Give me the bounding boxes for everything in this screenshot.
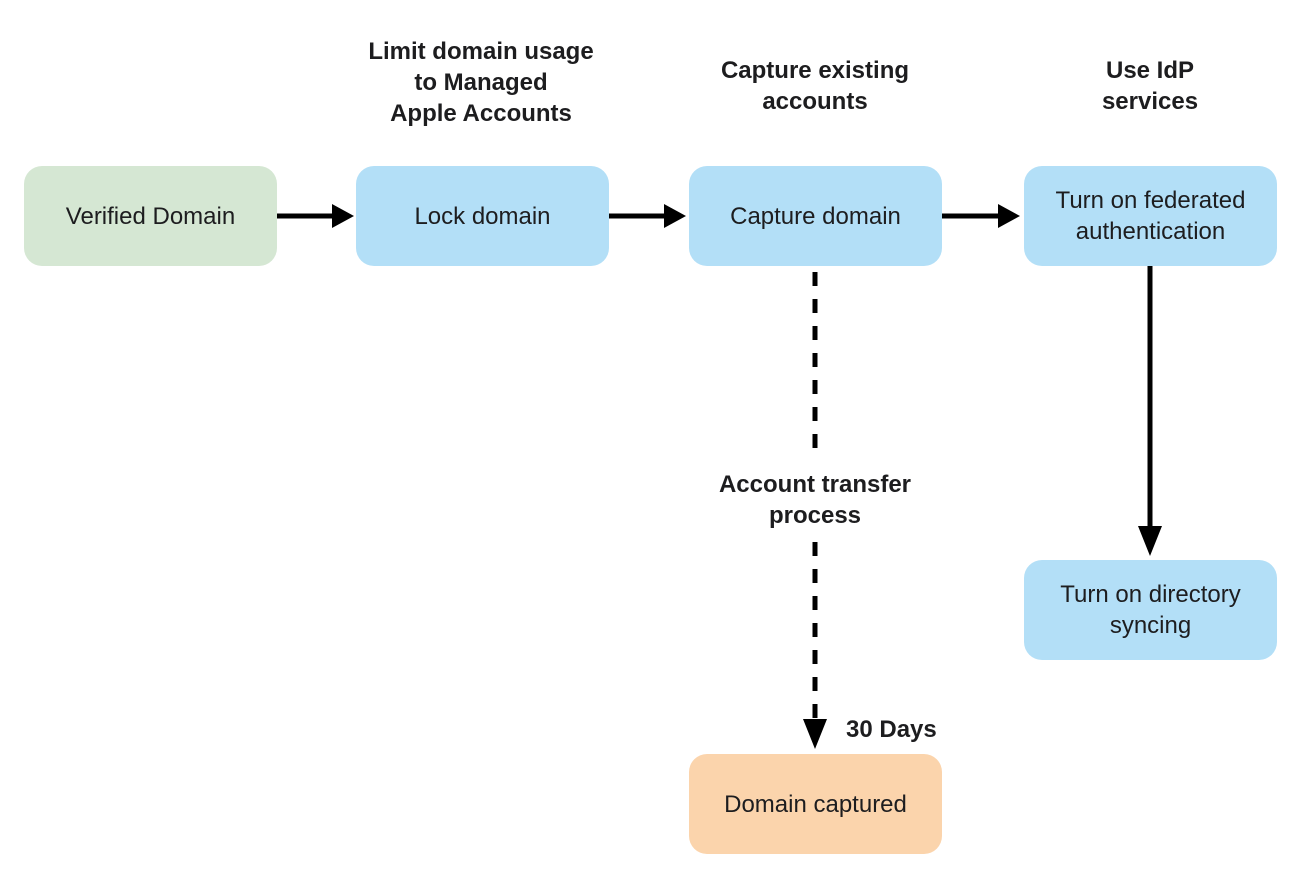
edge-label-30-days: 30 Days <box>846 716 937 743</box>
node-domain-captured-label: Domain captured <box>724 790 907 818</box>
heading-use-idp-services: Use IdP services <box>990 55 1296 117</box>
arrow-federated-to-directory-syncing <box>1138 266 1162 556</box>
node-turn-on-directory-syncing: Turn on directory syncing <box>1024 560 1277 660</box>
node-turn-on-federated-authentication-label: Turn on federated authentication <box>1055 187 1246 245</box>
node-verified-domain: Verified Domain <box>24 166 277 266</box>
node-capture-domain-label: Capture domain <box>730 202 901 230</box>
arrow-lock-to-capture <box>607 204 686 228</box>
arrow-capture-to-federated <box>942 204 1020 228</box>
node-verified-domain-label: Verified Domain <box>65 202 236 230</box>
node-domain-captured: Domain captured <box>689 754 942 854</box>
arrow-verified-to-lock <box>277 204 354 228</box>
node-capture-domain: Capture domain <box>689 166 942 266</box>
heading-line: to Managed <box>414 69 548 96</box>
node-turn-on-federated-authentication: Turn on federated authentication <box>1024 166 1277 266</box>
heading-line: Capture existing <box>720 57 910 84</box>
heading-line: services <box>1101 88 1199 115</box>
edge-label-account-transfer-process: Account transfer process <box>695 461 935 539</box>
heading-capture-existing-accounts: Capture existing accounts <box>655 55 975 117</box>
heading-limit-domain-usage: Limit domain usage to Managed Apple Acco… <box>321 36 641 129</box>
node-turn-on-directory-syncing-label: Turn on directory syncing <box>1060 581 1241 639</box>
node-lock-domain: Lock domain <box>356 166 609 266</box>
heading-line: Use IdP <box>1105 57 1195 84</box>
heading-line: Apple Accounts <box>390 100 572 127</box>
node-lock-domain-label: Lock domain <box>414 202 551 230</box>
heading-line: Limit domain usage <box>368 38 594 65</box>
heading-line: accounts <box>762 88 868 115</box>
